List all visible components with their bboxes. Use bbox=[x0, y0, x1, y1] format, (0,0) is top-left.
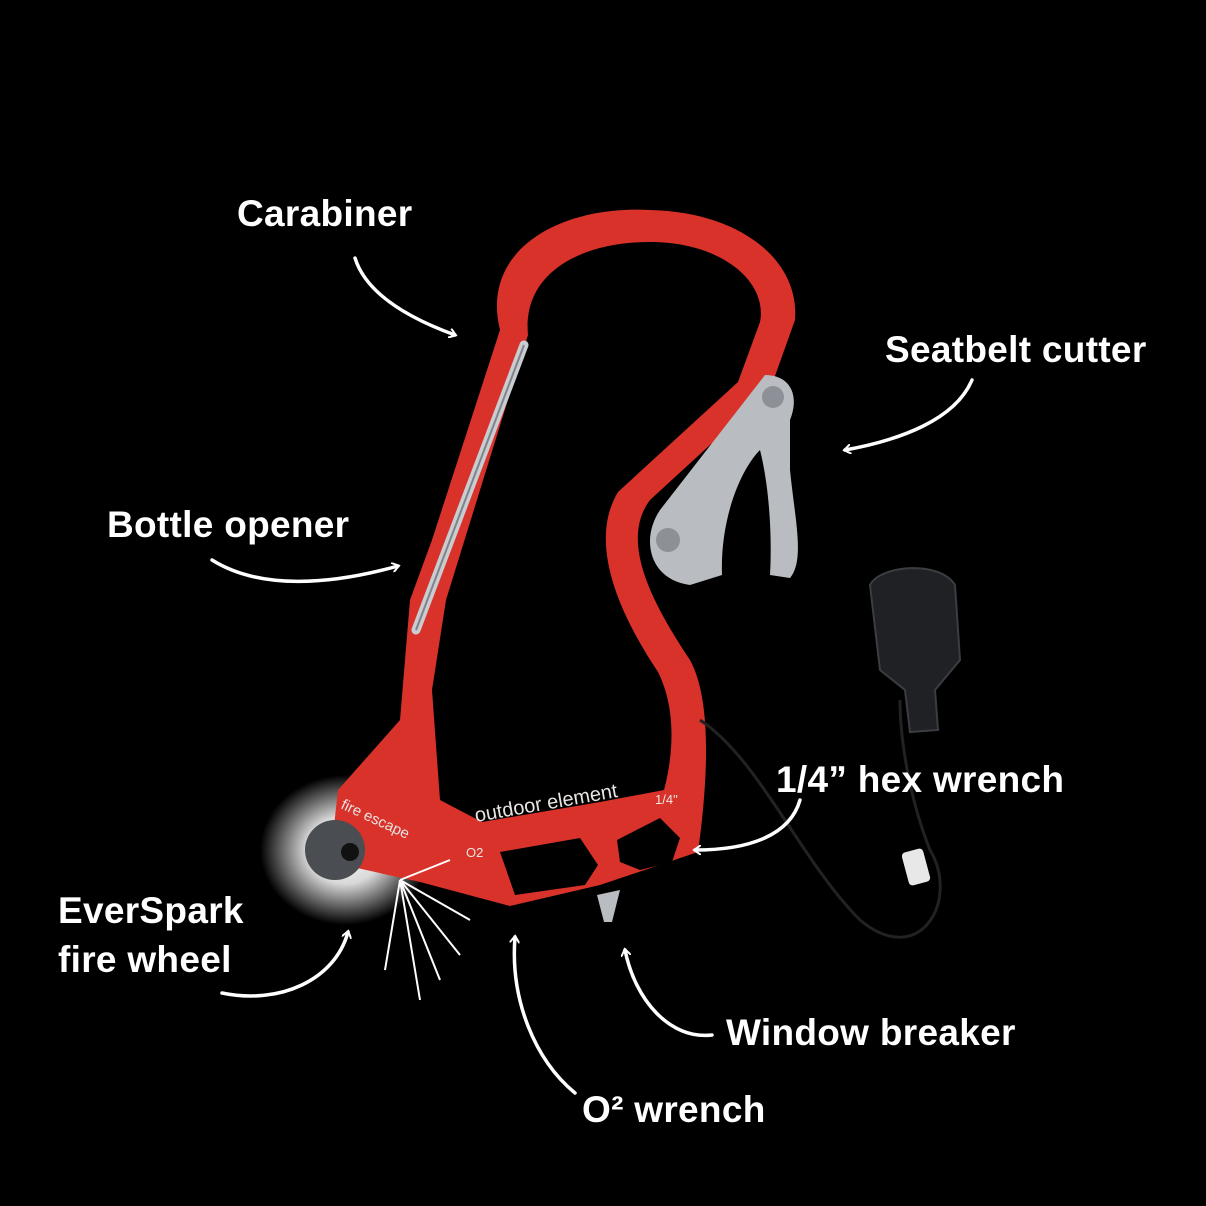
arrow-hex-wrench bbox=[695, 798, 802, 850]
label-fire-wheel-line2: fire wheel bbox=[58, 939, 232, 980]
lanyard-sleeve bbox=[901, 848, 931, 886]
arrow-bottle-opener bbox=[210, 558, 398, 584]
label-o2-wrench: O² wrench bbox=[582, 1089, 766, 1130]
fire-wheel bbox=[305, 820, 365, 880]
gate-rod-shade bbox=[415, 344, 525, 631]
o2-wrench-cutout bbox=[500, 838, 598, 895]
ferro-rod-fob bbox=[868, 567, 962, 734]
arrow-carabiner bbox=[353, 256, 455, 335]
rivet bbox=[762, 386, 784, 408]
arrow-window-breaker bbox=[625, 950, 714, 1038]
arrow-seatbelt-cutter bbox=[845, 378, 974, 450]
label-carabiner: Carabiner bbox=[237, 193, 413, 234]
arrow-o2-wrench bbox=[514, 937, 577, 1095]
seatbelt-cutter bbox=[650, 375, 798, 585]
hex-size-marking: 1/4" bbox=[655, 792, 678, 807]
label-bottle-opener: Bottle opener bbox=[107, 504, 350, 545]
lanyard-cord bbox=[699, 699, 942, 939]
window-breaker-tip bbox=[597, 890, 620, 922]
arrow-fire-wheel bbox=[220, 932, 348, 998]
label-seatbelt-cutter: Seatbelt cutter bbox=[885, 329, 1147, 370]
hex-wrench-cutout bbox=[617, 818, 680, 870]
sparks bbox=[384, 859, 471, 1001]
fire-wheel-hub bbox=[341, 843, 359, 861]
label-window-breaker: Window breaker bbox=[726, 1012, 1016, 1053]
carabiner-body bbox=[330, 209, 796, 906]
label-hex-wrench: 1/4” hex wrench bbox=[776, 759, 1065, 800]
rivet bbox=[656, 528, 680, 552]
o2-marking: O2 bbox=[466, 845, 483, 860]
label-fire-wheel-line1: EverSpark bbox=[58, 890, 244, 931]
